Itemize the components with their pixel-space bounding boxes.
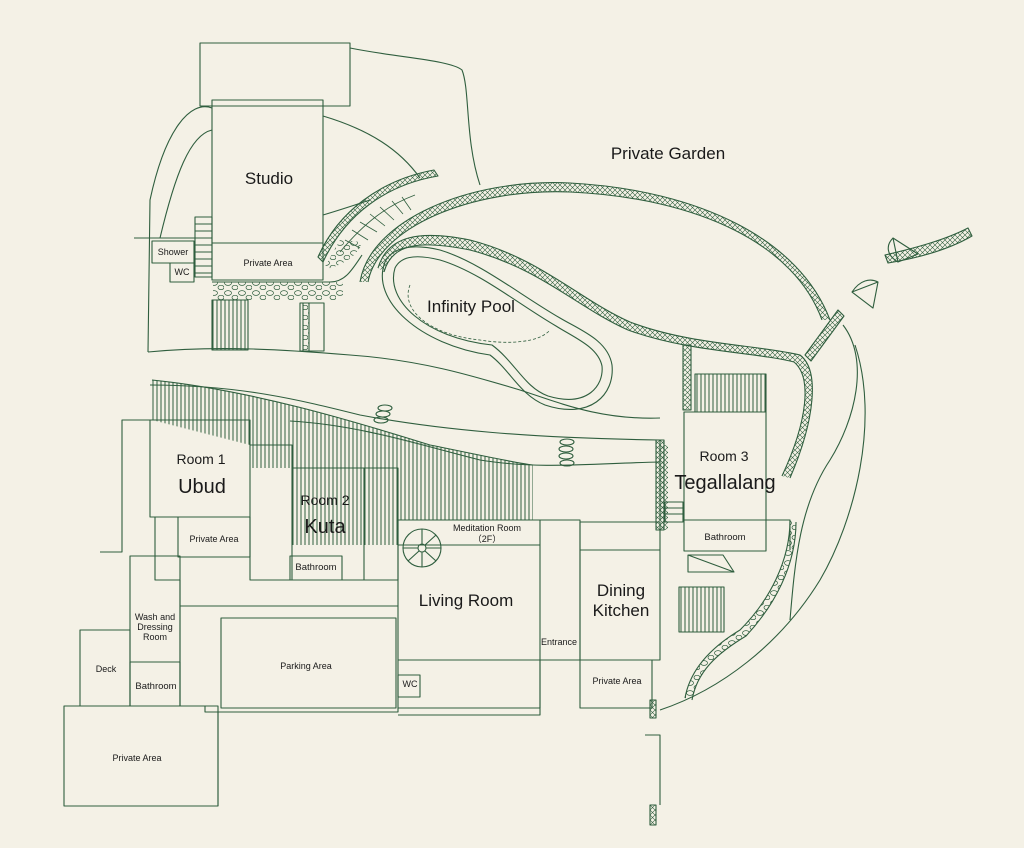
- meditation-floor-label: （2F）: [473, 534, 502, 544]
- infinity-pool: [381, 246, 613, 410]
- living-wc-label: WC: [403, 679, 418, 689]
- room3-name: Tegallalang: [674, 472, 775, 494]
- roof-overhang: [152, 380, 533, 545]
- wash-label-3: Room: [143, 632, 167, 642]
- lower-private-area: [63, 705, 219, 807]
- kitchen-label: Kitchen: [593, 601, 650, 620]
- wash-bathroom-label: Bathroom: [135, 681, 176, 692]
- studio-stairs: [194, 216, 213, 278]
- wash-label-1: Wash and: [135, 612, 175, 622]
- infinity-pool-label: Infinity Pool: [427, 297, 515, 316]
- room1-name: Ubud: [178, 476, 226, 498]
- room1-private-area-label: Private Area: [189, 534, 238, 544]
- room2-title: Room 2: [300, 492, 349, 508]
- living-room-label: Living Room: [419, 591, 514, 610]
- bottom-private-area-label: Private Area: [112, 753, 161, 763]
- meditation-room-label: Meditation Room: [453, 523, 521, 533]
- meditation-living-block: [397, 519, 541, 709]
- private-garden-label: Private Garden: [611, 144, 725, 163]
- entry-gate: [851, 227, 973, 309]
- dining-kitchen-block: [540, 519, 735, 709]
- parking-area-label: Parking Area: [280, 661, 332, 671]
- entrance-label: Entrance: [541, 637, 577, 647]
- room3-title: Room 3: [699, 448, 748, 464]
- room2-name: Kuta: [304, 516, 346, 538]
- studio-block: [134, 42, 481, 353]
- room-labels: Private Garden Studio Shower WC Private …: [96, 144, 776, 763]
- spiral-staircase: [402, 528, 442, 568]
- shower-label: Shower: [158, 247, 189, 257]
- stepping-stones: [373, 404, 575, 467]
- wash-label-2: Dressing: [137, 622, 173, 632]
- room3-bathroom-label: Bathroom: [704, 532, 745, 543]
- dining-private-area-label: Private Area: [592, 676, 641, 686]
- deck-label: Deck: [96, 664, 117, 674]
- dining-label: Dining: [597, 581, 645, 600]
- studio-private-area-label: Private Area: [243, 258, 292, 268]
- parking-area: [180, 605, 541, 716]
- studio-label: Studio: [245, 169, 293, 188]
- studio-wc-label: WC: [175, 267, 190, 277]
- garden-wall: [317, 169, 845, 479]
- room2-bathroom-label: Bathroom: [295, 562, 336, 573]
- room1-title: Room 1: [176, 451, 225, 467]
